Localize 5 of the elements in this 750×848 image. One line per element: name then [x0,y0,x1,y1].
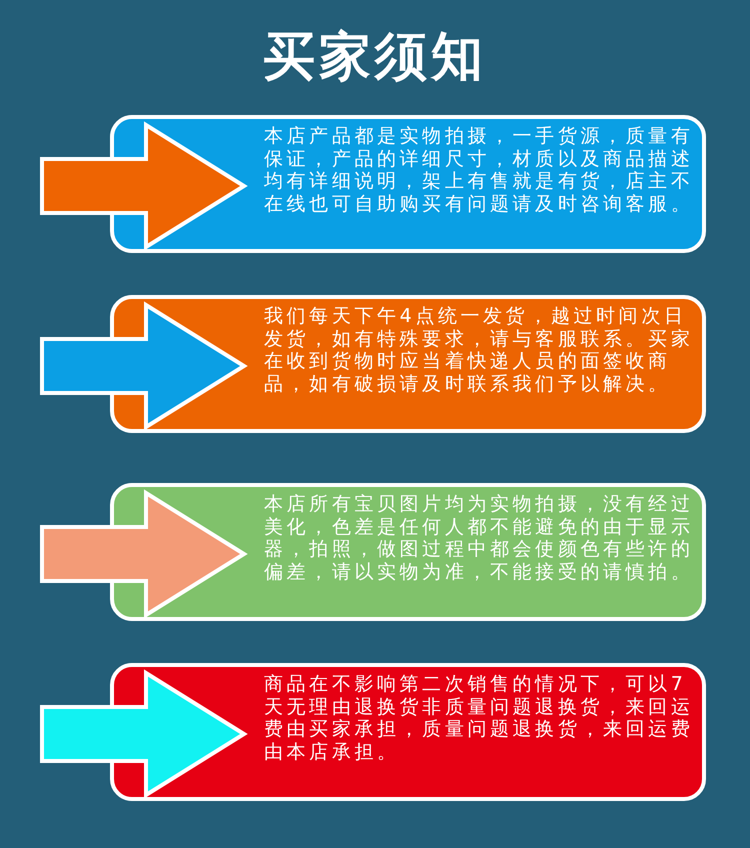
page-title: 买家须知 [262,26,488,89]
notice-text: 商品在不影响第二次销售的情况下，可以7天无理由退换货非质量问题退换货，来回运费由买家承担，质量问题退换货，来回运费由本店承担。 [264,673,694,763]
notice-text: 本店产品都是实物拍摄，一手货源，质量有保证，产品的详细尺寸，材质以及商品描述均有详细说明，架上有售就是有货，店主不在线也可自助购买有问题请及时咨询客服。 [264,125,694,215]
notice-text: 我们每天下午4点统一发货，越过时间次日发货，如有特殊要求，请与客服联系。买家在收到货物时应当着快递人员的面签收商品，如有破损请及时联系我们予以解决。 [264,305,694,395]
notice-text: 本店所有宝贝图片均为实物拍摄，没有经过美化，色差是任何人都不能避免的由于显示器，拍照，做图过程中都会使颜色有些许的偏差，请以实物为准，不能接受的请慎拍。 [264,493,694,583]
